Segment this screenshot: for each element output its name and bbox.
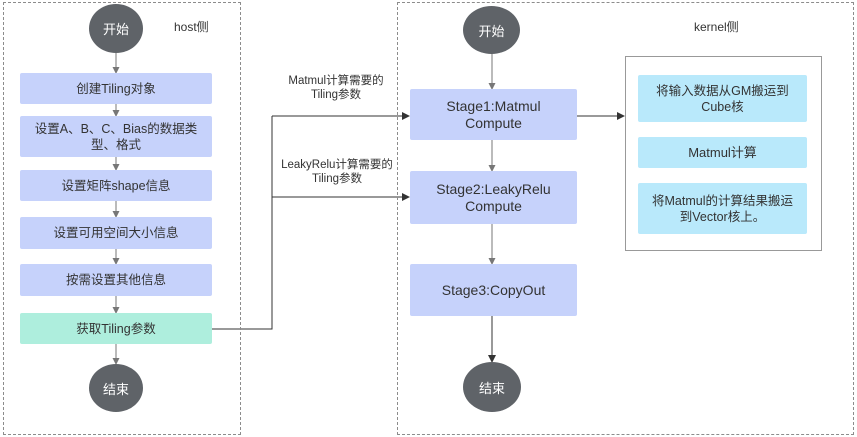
- host-step-set-space: 设置可用空间大小信息: [20, 217, 212, 249]
- kernel-start-node: 开始: [463, 6, 520, 54]
- matmul-tiling-label: Matmul计算需要的Tiling参数: [288, 75, 384, 101]
- host-step-create-tiling: 创建Tiling对象: [20, 73, 212, 104]
- kernel-panel: [397, 2, 854, 435]
- leakyrelu-tiling-label: LeakyRelu计算需要的Tiling参数: [281, 159, 393, 185]
- kernel-end-node: 结束: [463, 362, 521, 412]
- detail-step-move-to-vector: 将Matmul的计算结果搬运到Vector核上。: [638, 183, 807, 234]
- host-step-set-other: 按需设置其他信息: [20, 264, 212, 296]
- host-panel-title: host侧: [174, 20, 209, 34]
- kernel-stage1: Stage1:Matmul Compute: [410, 89, 577, 140]
- detail-step-matmul: Matmul计算: [638, 137, 807, 168]
- detail-step-move-to-cube: 将输入数据从GM搬运到Cube核: [638, 75, 807, 122]
- host-step-set-data-types: 设置A、B、C、Bias的数据类型、格式: [20, 116, 212, 157]
- kernel-panel-title: kernel侧: [694, 20, 739, 34]
- host-start-node: 开始: [89, 4, 143, 53]
- host-step-get-tiling: 获取Tiling参数: [20, 313, 212, 344]
- kernel-stage2: Stage2:LeakyRelu Compute: [410, 171, 577, 224]
- host-step-set-shape: 设置矩阵shape信息: [20, 170, 212, 201]
- host-panel: [3, 2, 241, 435]
- kernel-stage3: Stage3:CopyOut: [410, 264, 577, 316]
- tiling-link: [212, 116, 273, 330]
- host-end-node: 结束: [89, 364, 143, 412]
